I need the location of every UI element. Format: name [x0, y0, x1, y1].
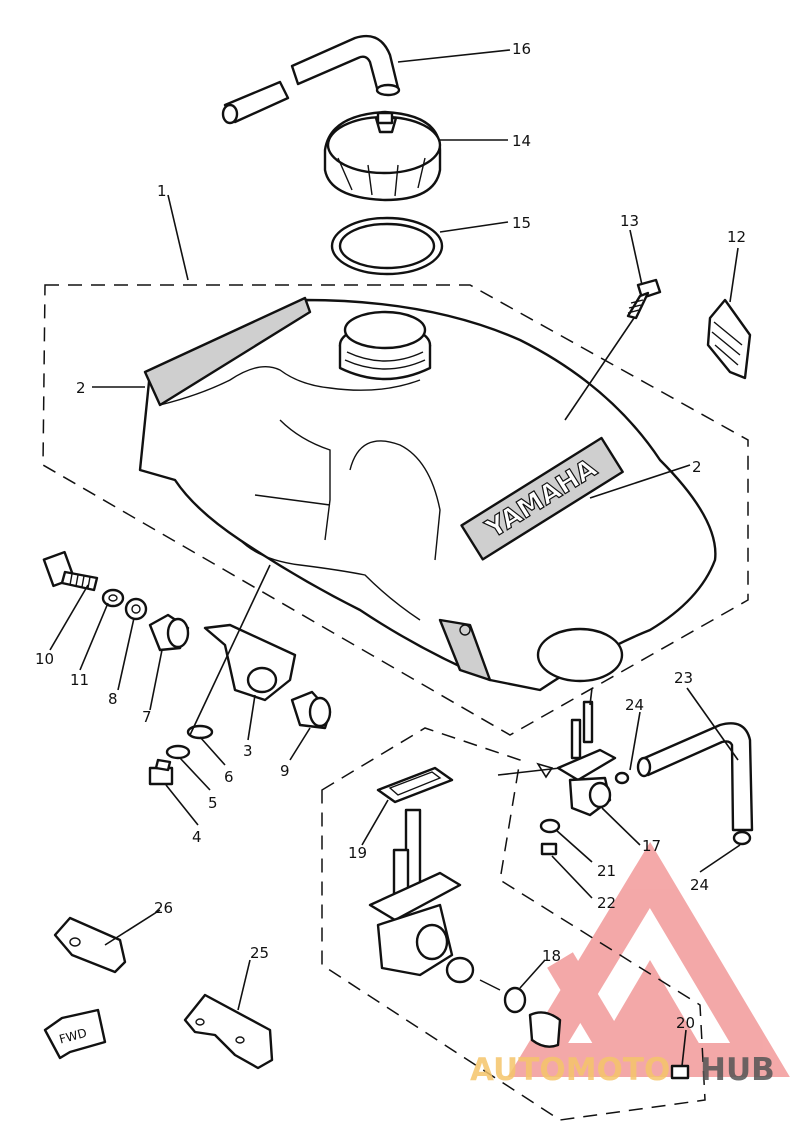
clip-24b: [732, 830, 752, 846]
watermark-logo: [507, 841, 790, 1077]
callout-20: 20: [676, 1014, 695, 1032]
washer-8: [124, 597, 148, 621]
callout-24-top: 24: [625, 696, 644, 714]
watermark-text: AUTOMOTO HUB: [470, 1052, 775, 1088]
fuel-cock-assembly-boundary: [321, 727, 706, 1121]
damper-7: [148, 613, 190, 652]
fuel-cap-14: [323, 110, 442, 202]
cock-body-detail: [368, 808, 501, 991]
callout-2-right: 2: [692, 458, 702, 476]
callout-5: 5: [208, 794, 218, 812]
fuel-cock-17: [556, 700, 617, 817]
cock-gasket-19: [376, 766, 454, 804]
cap-gasket-15: [330, 216, 444, 276]
damper-9: [290, 690, 332, 730]
fuel-tank: YAMAHA: [138, 296, 717, 692]
fuel-hose-23: [636, 722, 754, 832]
callout-1: 1: [157, 182, 167, 200]
callout-19: 19: [348, 844, 367, 862]
callout-18: 18: [542, 947, 561, 965]
callout-25: 25: [250, 944, 269, 962]
callout-26: 26: [154, 899, 173, 917]
callout-7: 7: [142, 708, 152, 726]
watermark-text-right: HUB: [700, 1052, 775, 1088]
screw-20: [670, 1064, 690, 1080]
fwd-arrow: FWD: [43, 1008, 107, 1060]
tank-assembly-boundary: [42, 284, 749, 736]
callout-16: 16: [512, 40, 531, 58]
washer-21: [539, 818, 561, 834]
callout-22: 22: [597, 894, 616, 912]
callout-11: 11: [70, 671, 89, 689]
bolt-10: [42, 550, 99, 592]
leader-lines: [49, 49, 741, 1067]
callout-17: 17: [642, 837, 661, 855]
callout-21: 21: [597, 862, 616, 880]
bolt-4: [148, 758, 174, 786]
callout-12: 12: [727, 228, 746, 246]
watermark-text-left: AUTOMOTO: [470, 1052, 670, 1088]
o-ring-18: [503, 986, 527, 1014]
bracket-25: [183, 993, 274, 1070]
callout-10: 10: [35, 650, 54, 668]
fuel-hose-16: [221, 34, 401, 125]
callout-2-left: 2: [76, 379, 86, 397]
bowl-detail: [528, 1011, 562, 1048]
callout-3: 3: [243, 742, 253, 760]
callout-8: 8: [108, 690, 118, 708]
screw-22: [540, 842, 558, 856]
washer-5: [165, 744, 191, 760]
bracket-12: [706, 298, 752, 380]
bolt-13: [626, 278, 662, 320]
bracket-26: [53, 916, 127, 974]
callout-6: 6: [224, 768, 234, 786]
callout-14: 14: [512, 132, 531, 150]
callout-9: 9: [280, 762, 290, 780]
callout-labels: 16 14 15 1 2 13 12 2 10 11 8 7 3 9 6 5 4…: [35, 40, 746, 1032]
callout-24-bottom: 24: [690, 876, 709, 894]
washer-11: [101, 588, 125, 608]
callout-23: 23: [674, 669, 693, 687]
callout-4: 4: [192, 828, 202, 846]
callout-13: 13: [620, 212, 639, 230]
clip-24a: [614, 771, 630, 785]
callout-15: 15: [512, 214, 531, 232]
bracket-3: [203, 623, 297, 702]
